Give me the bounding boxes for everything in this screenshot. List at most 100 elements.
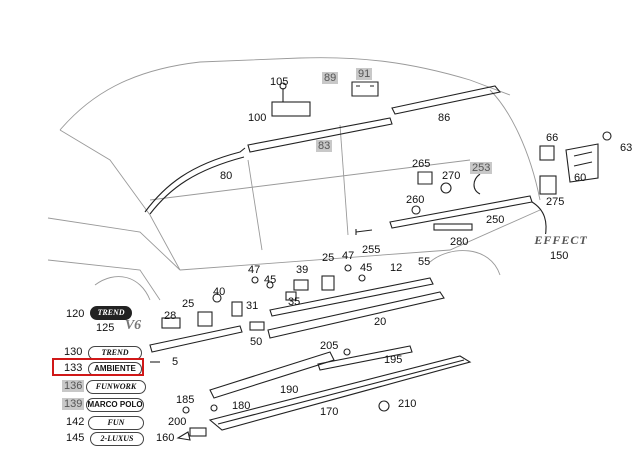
part-35 bbox=[285, 291, 297, 301]
callout-125[interactable]: 125 bbox=[96, 322, 115, 334]
callout-100[interactable]: 100 bbox=[248, 112, 267, 124]
front-bumper-outline bbox=[47, 259, 161, 301]
pillar-c bbox=[339, 124, 349, 236]
callout-86[interactable]: 86 bbox=[438, 112, 451, 124]
part-253 bbox=[473, 173, 481, 195]
part-265 bbox=[417, 171, 433, 185]
part-195-rail bbox=[317, 345, 413, 371]
callout-91[interactable]: 91 bbox=[356, 68, 373, 80]
part-31-clip bbox=[231, 301, 243, 317]
callout-120[interactable]: 120 bbox=[66, 308, 85, 320]
part-255-screw bbox=[355, 229, 373, 235]
part-60 bbox=[565, 143, 599, 183]
callout-265[interactable]: 265 bbox=[412, 158, 431, 170]
callout-185[interactable]: 185 bbox=[176, 394, 195, 406]
callout-25b[interactable]: 25 bbox=[182, 298, 195, 310]
callout-5[interactable]: 5 bbox=[172, 356, 179, 368]
callout-12[interactable]: 12 bbox=[390, 262, 403, 274]
callout-105[interactable]: 105 bbox=[270, 76, 289, 88]
callout-47b[interactable]: 47 bbox=[342, 250, 355, 262]
callout-35[interactable]: 35 bbox=[288, 296, 301, 308]
callout-83[interactable]: 83 bbox=[316, 140, 333, 152]
hood-outline bbox=[47, 217, 181, 271]
callout-80[interactable]: 80 bbox=[220, 170, 233, 182]
callout-253[interactable]: 253 bbox=[470, 162, 493, 174]
part-45a bbox=[266, 281, 274, 289]
front-wheel-arch bbox=[94, 276, 151, 301]
pillar-b bbox=[247, 159, 263, 251]
callout-170[interactable]: 170 bbox=[320, 406, 339, 418]
part-5-molding bbox=[149, 325, 243, 353]
part-190-rail bbox=[209, 351, 335, 399]
callout-20[interactable]: 20 bbox=[374, 316, 387, 328]
callout-210[interactable]: 210 bbox=[398, 398, 417, 410]
callout-150[interactable]: 150 bbox=[550, 250, 569, 262]
callout-130[interactable]: 130 bbox=[64, 346, 83, 358]
part-160 bbox=[176, 431, 191, 441]
part-25b-clip bbox=[321, 275, 335, 291]
callout-28[interactable]: 28 bbox=[164, 310, 177, 322]
callout-40[interactable]: 40 bbox=[213, 286, 226, 298]
callout-45b[interactable]: 45 bbox=[360, 262, 373, 274]
window-line bbox=[149, 159, 471, 201]
callout-205[interactable]: 205 bbox=[320, 340, 339, 352]
part-180 bbox=[210, 404, 218, 412]
callout-31[interactable]: 31 bbox=[246, 300, 259, 312]
roof-outline bbox=[59, 57, 511, 131]
part-20-molding bbox=[267, 291, 445, 339]
roof-rail-rear bbox=[391, 85, 502, 115]
badge-trend-120: TREND bbox=[90, 306, 132, 320]
callout-45a[interactable]: 45 bbox=[264, 274, 277, 286]
callout-260[interactable]: 260 bbox=[406, 194, 425, 206]
callout-160[interactable]: 160 bbox=[156, 432, 175, 444]
wheel-arch bbox=[429, 250, 501, 276]
callout-39[interactable]: 39 bbox=[296, 264, 309, 276]
callout-55[interactable]: 55 bbox=[418, 256, 431, 268]
callout-47a[interactable]: 47 bbox=[248, 264, 261, 276]
callout-142[interactable]: 142 bbox=[66, 416, 85, 428]
callout-60[interactable]: 60 bbox=[574, 172, 587, 184]
part-12-molding bbox=[269, 277, 434, 317]
roof-rail-mid bbox=[247, 117, 393, 153]
callout-180[interactable]: 180 bbox=[232, 400, 251, 412]
callout-139[interactable]: 139 bbox=[62, 398, 85, 410]
roof-rail-front-inner bbox=[149, 156, 245, 215]
part-66 bbox=[539, 145, 555, 161]
callout-280[interactable]: 280 bbox=[450, 236, 469, 248]
callout-255[interactable]: 255 bbox=[362, 244, 381, 256]
callout-66[interactable]: 66 bbox=[546, 132, 559, 144]
part-280 bbox=[433, 223, 473, 231]
part-210 bbox=[378, 400, 390, 412]
highlight-frame-133 bbox=[52, 358, 144, 376]
part-270 bbox=[440, 182, 452, 194]
roof-rail-front bbox=[144, 147, 246, 213]
part-91 bbox=[351, 81, 379, 97]
badge-fun-142: FUN bbox=[88, 416, 144, 430]
callout-50[interactable]: 50 bbox=[250, 336, 263, 348]
callout-133[interactable]: 133 bbox=[64, 362, 83, 374]
body-side-outline bbox=[179, 209, 541, 271]
callout-275[interactable]: 275 bbox=[546, 196, 565, 208]
windshield-outline bbox=[59, 129, 181, 271]
part-28 bbox=[161, 317, 181, 329]
callout-136[interactable]: 136 bbox=[62, 380, 85, 392]
badge-funwork-136: FUNWORK bbox=[86, 380, 146, 394]
callout-195[interactable]: 195 bbox=[384, 354, 403, 366]
callout-89[interactable]: 89 bbox=[322, 72, 339, 84]
callout-145[interactable]: 145 bbox=[66, 432, 85, 444]
callout-25a[interactable]: 25 bbox=[322, 252, 335, 264]
rear-outline bbox=[489, 89, 541, 201]
callout-200[interactable]: 200 bbox=[168, 416, 187, 428]
callout-270[interactable]: 270 bbox=[442, 170, 461, 182]
part-185 bbox=[182, 406, 190, 414]
badge-effect-150: EFFECT bbox=[524, 234, 598, 246]
badge-2-luxus-145: 2-LUXUS bbox=[90, 432, 144, 446]
part-40 bbox=[212, 293, 222, 303]
badge-marco-polo-139: MARCO POLO bbox=[86, 398, 144, 412]
part-50 bbox=[249, 321, 265, 331]
callout-250[interactable]: 250 bbox=[486, 214, 505, 226]
part-200 bbox=[189, 427, 207, 437]
callout-190[interactable]: 190 bbox=[280, 384, 299, 396]
callout-63[interactable]: 63 bbox=[620, 142, 633, 154]
